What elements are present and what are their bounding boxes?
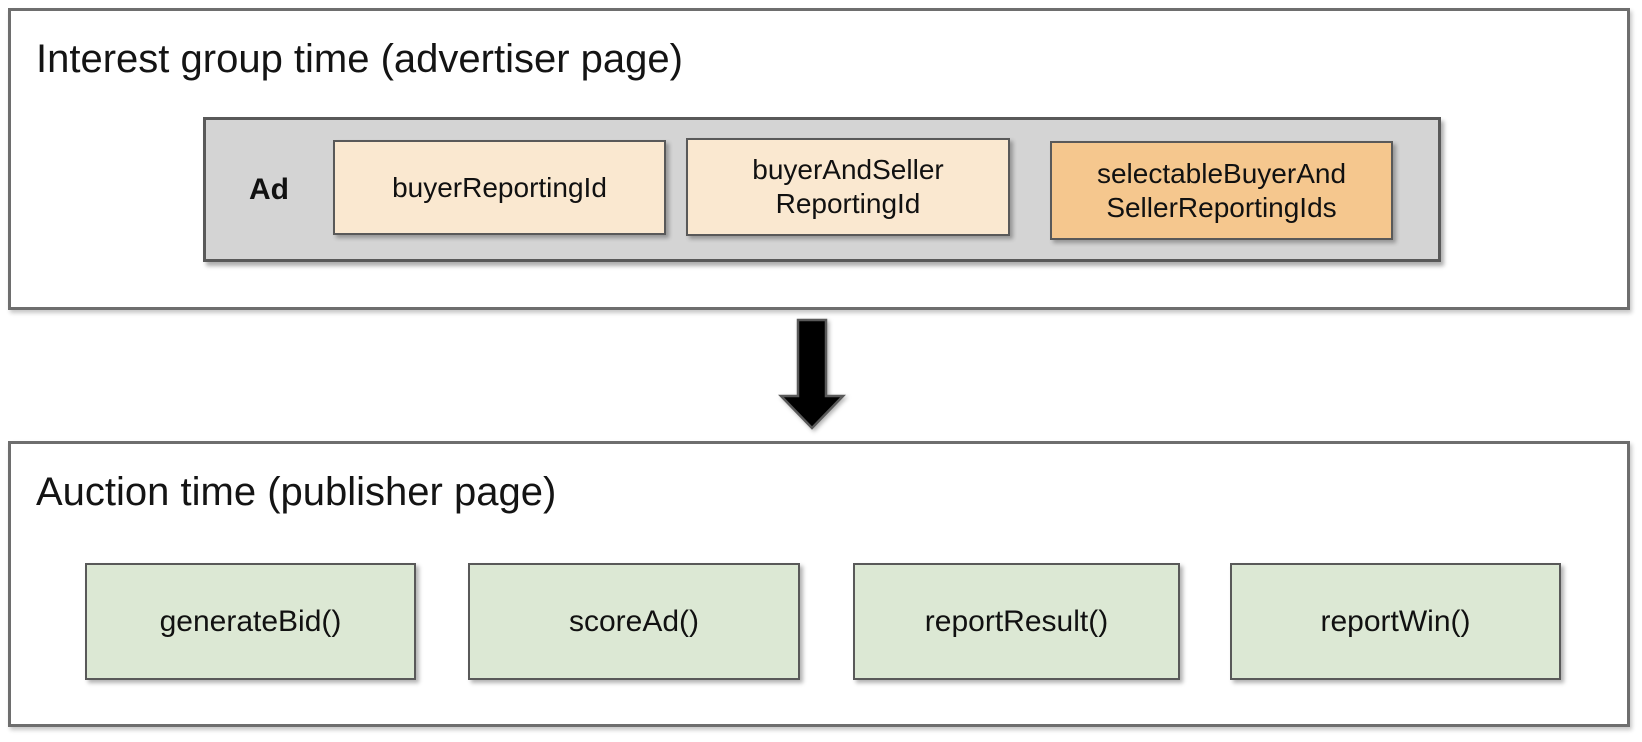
- function-box-score-ad: scoreAd(): [468, 563, 800, 680]
- interest-group-section: Interest group time (advertiser page) Ad…: [8, 8, 1630, 310]
- field-box-selectable-buyer-and-seller-reporting-ids: selectableBuyerAnd SellerReportingIds: [1050, 141, 1393, 240]
- function-box-report-win: reportWin(): [1230, 563, 1561, 680]
- auction-section: Auction time (publisher page) generateBi…: [8, 441, 1630, 727]
- interest-group-section-title: Interest group time (advertiser page): [36, 37, 683, 81]
- function-box-generate-bid: generateBid(): [85, 563, 416, 680]
- auction-section-title: Auction time (publisher page): [36, 470, 557, 514]
- down-arrow-icon: [775, 316, 855, 434]
- ad-container: Ad buyerReportingId buyerAndSeller Repor…: [203, 117, 1441, 262]
- function-box-report-result: reportResult(): [853, 563, 1180, 680]
- field-box-buyer-reporting-id: buyerReportingId: [333, 140, 666, 235]
- field-box-buyer-and-seller-reporting-id: buyerAndSeller ReportingId: [686, 138, 1010, 236]
- ad-label: Ad: [249, 172, 289, 206]
